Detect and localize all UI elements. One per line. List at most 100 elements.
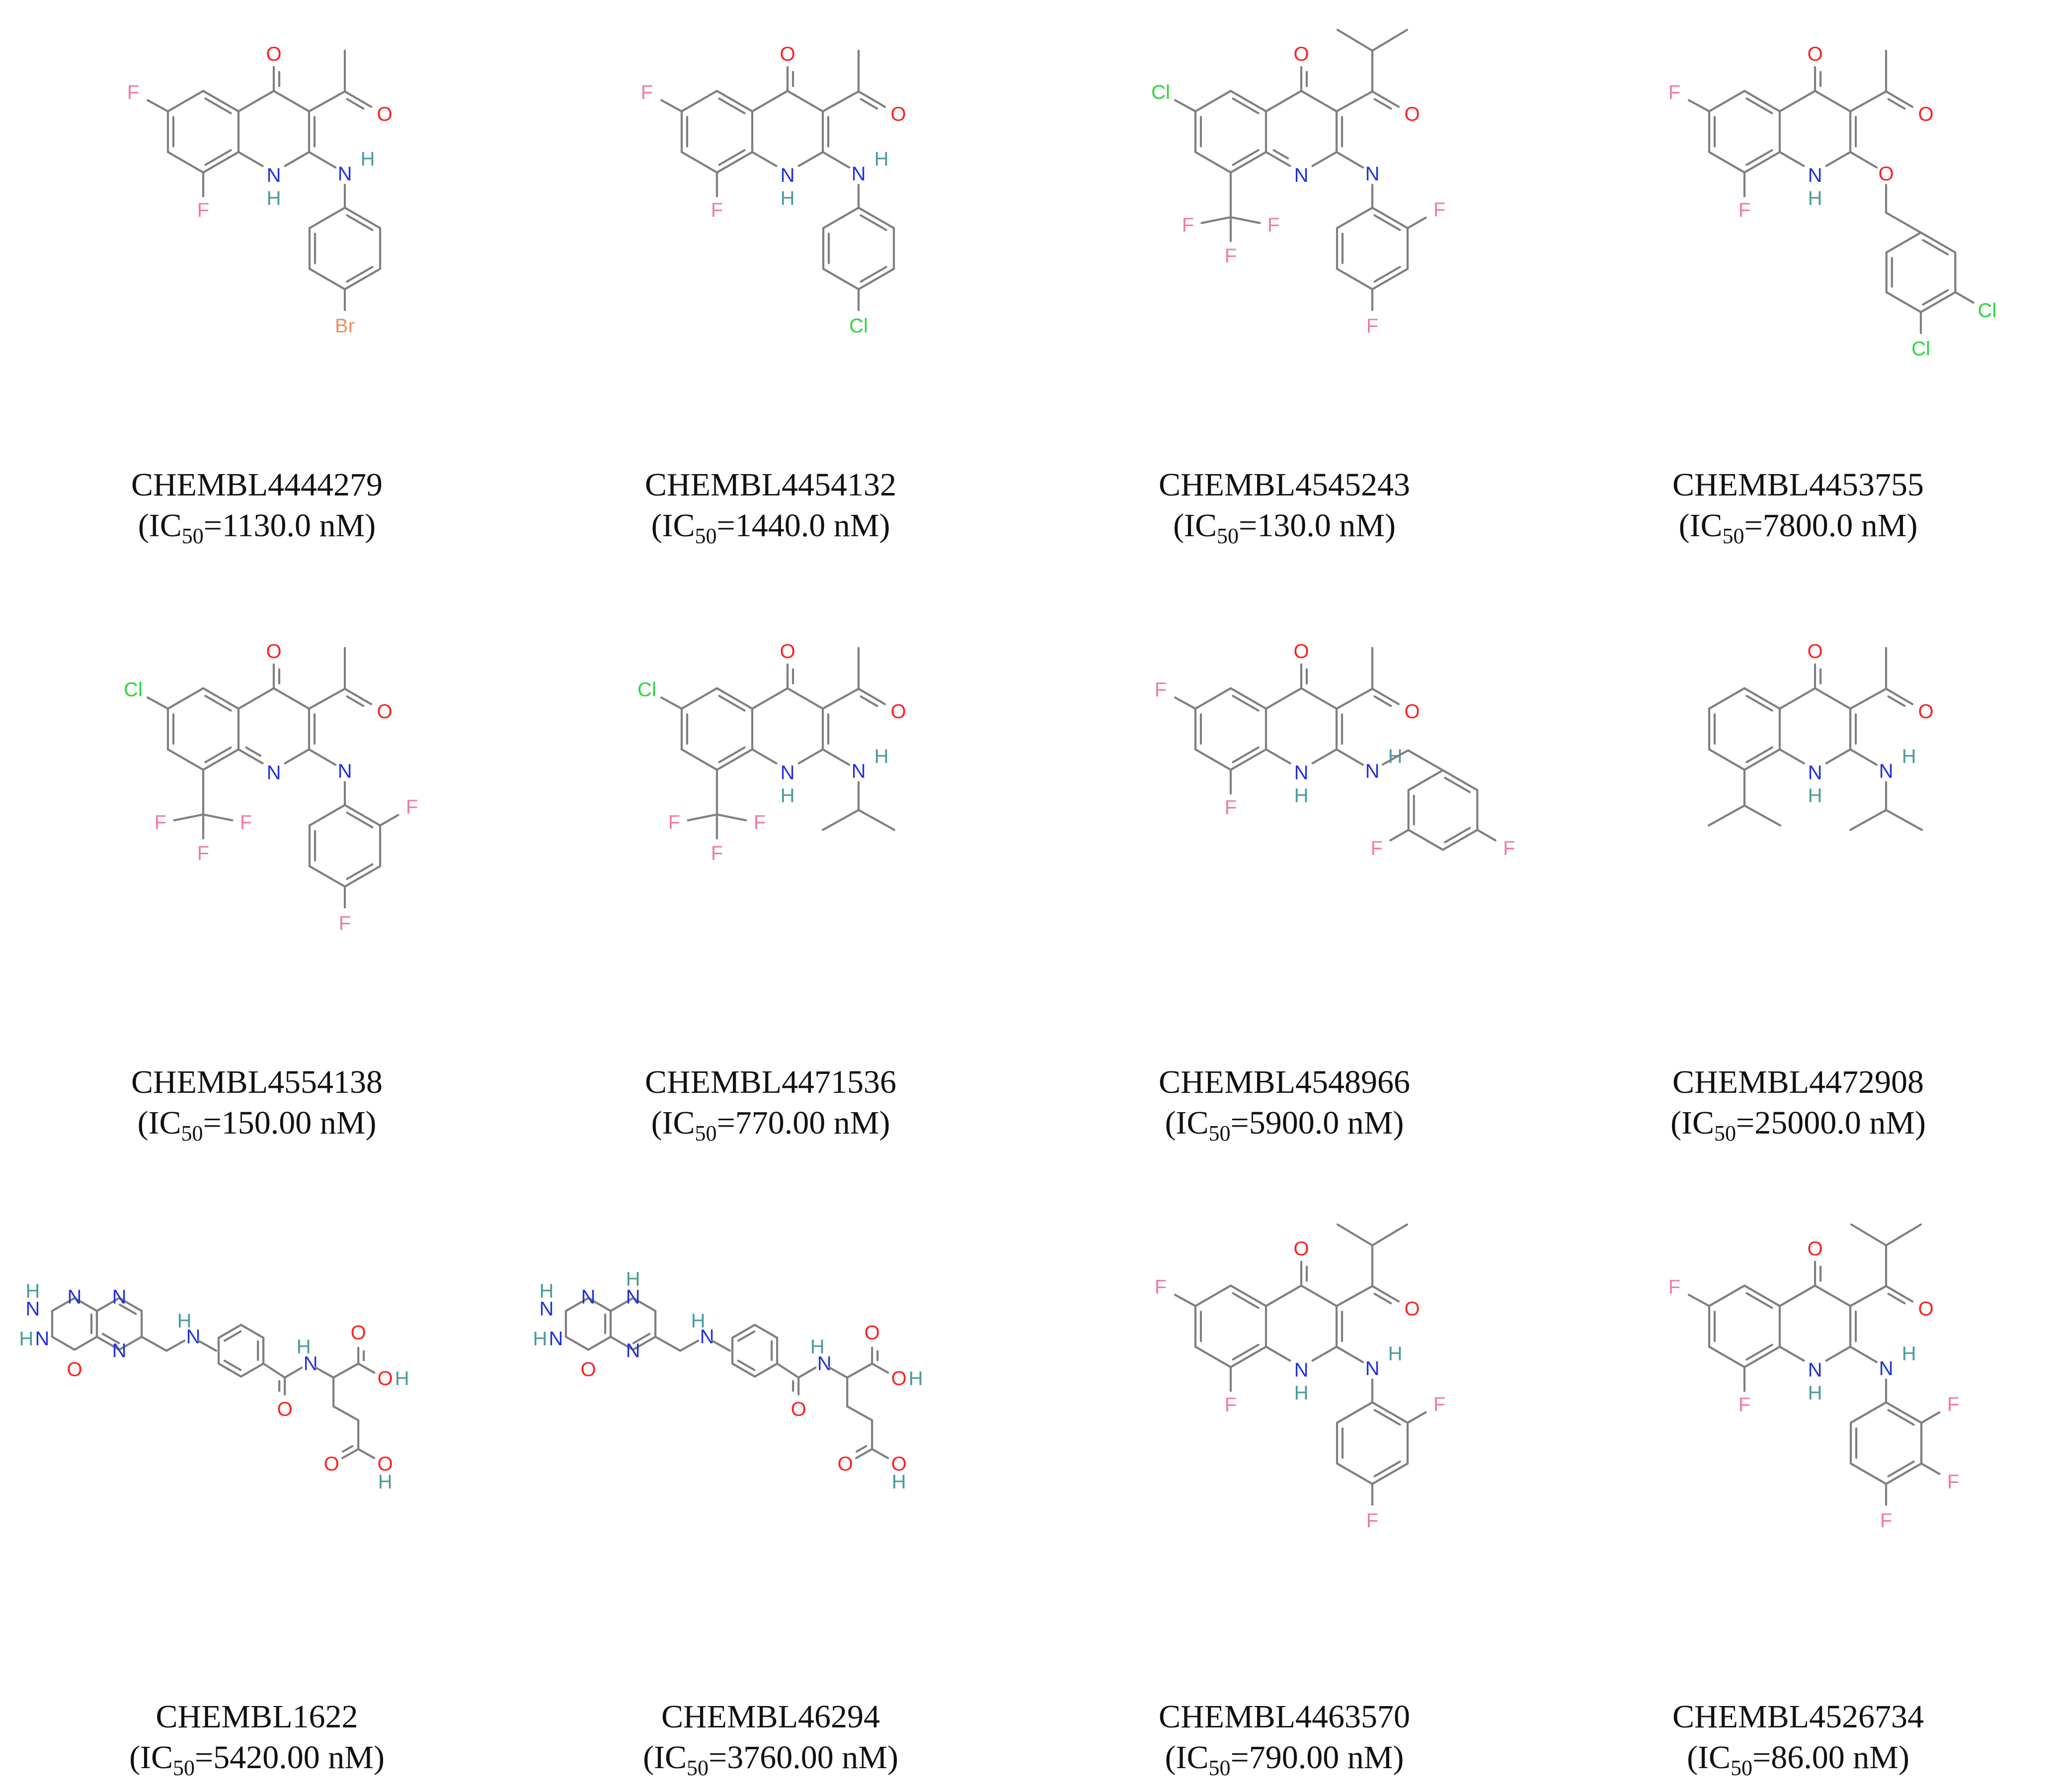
fluorine-atom: F [711,199,723,221]
aryl-ring-bond [1336,206,1374,230]
pyrimidine-ring-bond [51,1335,76,1351]
pyrazine-ring-bond [95,1297,121,1312]
oxygen-atom: O [1404,1298,1420,1320]
pyridone-bond [1814,89,1852,113]
benzo-ring-bond [1194,89,1232,113]
acid-bond [357,1448,376,1460]
aryl-ring-bond [343,206,382,230]
fluorine-atom: F [1433,1393,1445,1415]
acid-bond [357,1362,376,1374]
aryl-ring-bond [1885,291,1922,314]
acyl-carbonyl-bond [857,687,886,706]
aryl-ring-bond [1885,1401,1923,1424]
aryl-ring-bond [308,804,346,827]
aryl-ring-bond [857,206,895,230]
aryl-ring-bond [1407,769,1444,792]
linker-bond [654,1335,682,1352]
pyridone-bond [272,687,311,710]
fluorine-atom: F [1225,1394,1237,1416]
pyridone-bond [1311,1345,1338,1362]
pyridone-bond [284,748,311,765]
benzo-ring-bond-double [1745,1292,1773,1309]
acyl-carbonyl-bond-double [1887,98,1906,110]
aryl-ring-bond [308,267,346,291]
chlorine-atom: Cl [637,679,656,701]
hydrogen-atom: H [1902,745,1916,767]
nitrogen-atom: N [112,1286,127,1308]
chembl-id: CHEMBL4454132 [644,467,897,503]
hydrogen-atom: H [297,1336,311,1358]
oxygen-atom: O [1293,641,1309,662]
nitrogen-atom: N [1879,1358,1894,1380]
benzo-ring-bond-double [1745,1344,1773,1361]
aryl-ring-bond [1885,1462,1923,1485]
pyridone-bond-double [1272,149,1289,160]
pyrazine-ring-bond [609,1297,634,1312]
hydrogen-atom: H [1808,187,1822,209]
isopropyl-bond [821,809,860,831]
hydrogen-atom: H [1808,785,1822,807]
acyl-bond [1335,687,1374,710]
pyridone-bond [1778,151,1805,167]
fluorine-atom: F [1366,315,1378,337]
pyrazine-ring-bond [118,1335,143,1351]
acyl-carbonyl-bond-double [1373,98,1392,110]
benzo-ring-bond [1743,687,1781,710]
amine-bond [1849,1345,1878,1364]
acyl-carbonyl-bond-double [1887,695,1906,707]
aryl-ring-bond [343,804,382,827]
benzo-ring-bond [166,748,205,771]
acyl-carbonyl-bond-double [346,695,365,707]
benzo-ring-bond [202,89,240,113]
acyl-carbonyl-bond [1371,1285,1400,1303]
amine-bond [821,151,851,169]
fluorine-atom: F [1739,1394,1750,1416]
ic50-value: (IC50=5900.0 nM) [1165,1105,1404,1145]
benzo-ring-bond [1743,748,1781,771]
pyrimidine-ring-bond [51,1297,76,1312]
chembl-id: CHEMBL46294 [661,1699,880,1735]
hydrogen-atom: H [810,1336,825,1358]
benzo-ring-bond [1229,687,1267,710]
acyl-bond [1849,1285,1888,1307]
fluorine-atom: F [711,842,723,864]
oxygen-atom: O [1807,43,1822,65]
benzoyl-ring-bond-double [223,1360,242,1371]
benzo-ring-bond-double [204,746,232,763]
pyridone-bond [1311,151,1338,167]
ic50-value: (IC50=130.0 nM) [1173,507,1396,548]
oxygen-atom: O [266,641,281,662]
pyridone-bond [1265,1345,1291,1362]
oxygen-atom: O [780,641,795,662]
ic50-value: (IC50=86.00 nM) [1687,1739,1909,1780]
nitrogen-atom: N [1808,164,1822,186]
pyrimidine-ring-bond [587,1297,612,1312]
pyridone-bond [1825,151,1852,167]
ic50-value: (IC50=1440.0 nM) [651,507,890,548]
ic50-value: (IC50=150.00 nM) [137,1105,377,1145]
nitrogen-atom: N [581,1286,596,1308]
cf3-bond [1229,216,1261,224]
oxygen-atom: O [1807,641,1822,662]
benzo-ring-bond [680,687,718,710]
pyridone-bond [751,748,778,765]
compound-caption: CHEMBL4444279 (IC50=1130.0 nM) [0,465,514,550]
pyrazine-ring-bond [632,1297,657,1312]
aryl-ring-bond-double [1922,239,1949,256]
substituent-bond [660,696,683,710]
oxygen-atom: O [1918,701,1933,723]
isobutyryl-bond [1336,28,1374,52]
pyrazine-ring-bond-double [118,1303,137,1315]
amide-bond [262,1362,286,1379]
glutamate-bond [828,1366,849,1379]
substituent-bond [1406,1411,1427,1424]
acyl-bond [1849,90,1888,113]
oxygen-atom: O [1293,43,1309,65]
amide-bond [284,1366,303,1379]
acyl-bond [308,90,346,113]
